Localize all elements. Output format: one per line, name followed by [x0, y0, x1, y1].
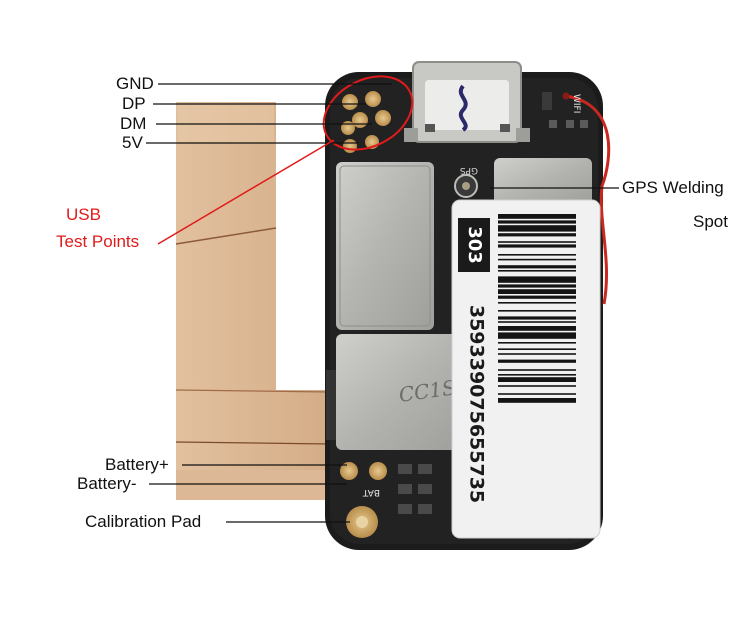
barcode-bar [498, 302, 576, 304]
usb-connector [404, 61, 530, 143]
silk-gps: GPS [460, 165, 478, 175]
gps-antenna: GPS [454, 165, 478, 198]
sticker-number: 359339075655735 [466, 305, 488, 503]
bottom-components [326, 370, 432, 514]
barcode-bar [498, 254, 576, 256]
barcode-bar [498, 348, 576, 350]
silk-bat: BAT [362, 487, 380, 497]
barcode-bar [498, 295, 576, 299]
shield-cans: CC1S [336, 158, 592, 450]
barcode-bar [498, 393, 576, 395]
barcode-bar [498, 233, 576, 237]
barcode-bars [498, 214, 576, 403]
barcode-bar [498, 374, 576, 376]
barcode-sticker: 303 359339075655735 [451, 199, 601, 539]
barcode-bar [498, 377, 576, 382]
barcode-bar [498, 342, 576, 344]
label-gps-spot: Spot [693, 212, 728, 231]
barcode-bar [498, 265, 576, 269]
leader-lines [146, 83, 619, 523]
barcode-bar [498, 244, 576, 248]
sticker-code: 303 [464, 226, 485, 264]
label-calibration-pad: Calibration Pad [85, 512, 202, 531]
label-battery-plus: Battery+ [105, 455, 169, 474]
gps-wire [565, 94, 611, 305]
barcode-bar [498, 359, 576, 363]
flex-tape [175, 102, 331, 500]
silk-wifi: WIFI [571, 94, 581, 113]
label-usb: USB [66, 205, 101, 224]
barcode-bar [498, 276, 576, 283]
barcode-bar [498, 398, 576, 403]
barcode-bar [498, 284, 576, 288]
label-5v: 5V [122, 133, 143, 152]
label-dm: DM [120, 114, 147, 133]
barcode-bar [498, 241, 576, 243]
barcode-bar [498, 316, 576, 320]
barcode-bar [498, 289, 576, 294]
barcode-bar [498, 369, 576, 371]
barcode-bar [498, 385, 576, 387]
barcode-bar [498, 310, 576, 312]
label-dp: DP [122, 94, 146, 113]
barcode-bar [498, 220, 576, 224]
label-battery-minus: Battery- [77, 474, 137, 493]
barcode-bar [498, 326, 576, 331]
label-gnd: GND [116, 74, 154, 93]
barcode-bar [498, 332, 576, 339]
label-test-points: Test Points [56, 232, 140, 251]
usb-leader [157, 139, 335, 245]
label-gps-welding: GPS Welding [622, 178, 724, 197]
barcode-bar [498, 214, 576, 219]
barcode-bar [498, 225, 576, 232]
barcode-bar [498, 353, 576, 355]
barcode-bar [498, 258, 576, 261]
battery-pads: BAT [340, 462, 387, 538]
barcode-bar [498, 270, 576, 272]
barcode-bar [498, 321, 576, 323]
